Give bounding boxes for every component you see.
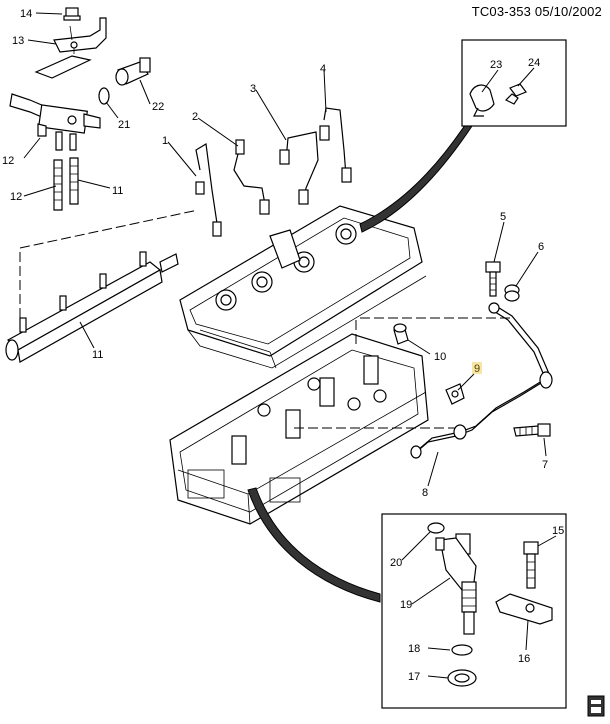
- part-25-bolt[interactable]: [504, 83, 527, 105]
- inset-24-25: [461, 39, 567, 127]
- callout-24: 23: [490, 59, 502, 71]
- book-icon[interactable]: [587, 695, 605, 717]
- callout-19: 18: [408, 643, 420, 655]
- callout-16: 15: [552, 525, 564, 537]
- part-13-regulator[interactable]: [9, 93, 101, 151]
- callout-20: 19: [400, 599, 412, 611]
- callout-9: 9: [474, 363, 480, 375]
- callout-22: 21: [118, 119, 130, 131]
- part-6-washers[interactable]: [504, 284, 520, 302]
- part-23-sensor[interactable]: [115, 57, 151, 86]
- part-16-bolt[interactable]: [523, 541, 539, 589]
- callout-12-a: 12: [10, 191, 22, 203]
- part-10-plug[interactable]: [393, 323, 409, 345]
- part-1-fuel-line[interactable]: [195, 143, 222, 237]
- callout-1: 1: [162, 135, 168, 147]
- drawing-code: TC03-353 05/10/2002: [471, 4, 602, 19]
- callout-5: 5: [500, 211, 506, 223]
- part-20-injector[interactable]: [435, 533, 477, 635]
- part-18-seal[interactable]: [447, 669, 477, 687]
- callout-9-highlight: [472, 362, 482, 374]
- callout-10: 10: [434, 351, 446, 363]
- part-2-fuel-line[interactable]: [233, 139, 270, 215]
- part-19-oring[interactable]: [451, 644, 473, 656]
- part-15-nut[interactable]: [63, 7, 81, 21]
- part-4-fuel-line[interactable]: [319, 107, 352, 183]
- callout-4: 4: [320, 63, 326, 75]
- callout-7: 7: [542, 459, 548, 471]
- part-5-bolt[interactable]: [485, 261, 501, 297]
- lower-cylinder-head: [169, 333, 429, 525]
- callout-labels: 14 13 12 12 11 21 22 1 2 3 4 23 24 5 6 1…: [2, 8, 564, 683]
- callout-11: 11: [92, 349, 103, 361]
- callout-21: 20: [390, 557, 402, 569]
- callout-25: 24: [528, 57, 540, 69]
- callout-3: 3: [250, 83, 256, 95]
- part-12-stud-a[interactable]: [53, 159, 63, 211]
- callout-15: 14: [20, 8, 32, 20]
- part-22-oring[interactable]: [98, 87, 110, 105]
- callout-23: 22: [152, 101, 164, 113]
- callout-13: 12: [2, 155, 14, 167]
- part-8-return-line[interactable]: [410, 302, 553, 459]
- part-17-clamp[interactable]: [495, 593, 553, 625]
- callout-14: 13: [12, 35, 24, 47]
- part-3-fuel-line[interactable]: [279, 131, 319, 205]
- part-12-stud-b[interactable]: [69, 157, 79, 205]
- callout-6: 6: [538, 241, 544, 253]
- callout-18: 17: [408, 671, 420, 683]
- part-21-oring[interactable]: [427, 522, 445, 534]
- callout-8: 8: [422, 487, 428, 499]
- upper-cylinder-head: [179, 205, 427, 369]
- part-7-bolt[interactable]: [513, 423, 551, 437]
- part-14-bracket[interactable]: [34, 17, 107, 79]
- callout-2: 2: [192, 111, 198, 123]
- callout-12-b: 11: [112, 185, 123, 197]
- leader-lines: [23, 12, 557, 679]
- part-24-clip[interactable]: [469, 84, 495, 117]
- callout-17: 16: [518, 653, 530, 665]
- part-11-fuel-rail[interactable]: [5, 251, 179, 363]
